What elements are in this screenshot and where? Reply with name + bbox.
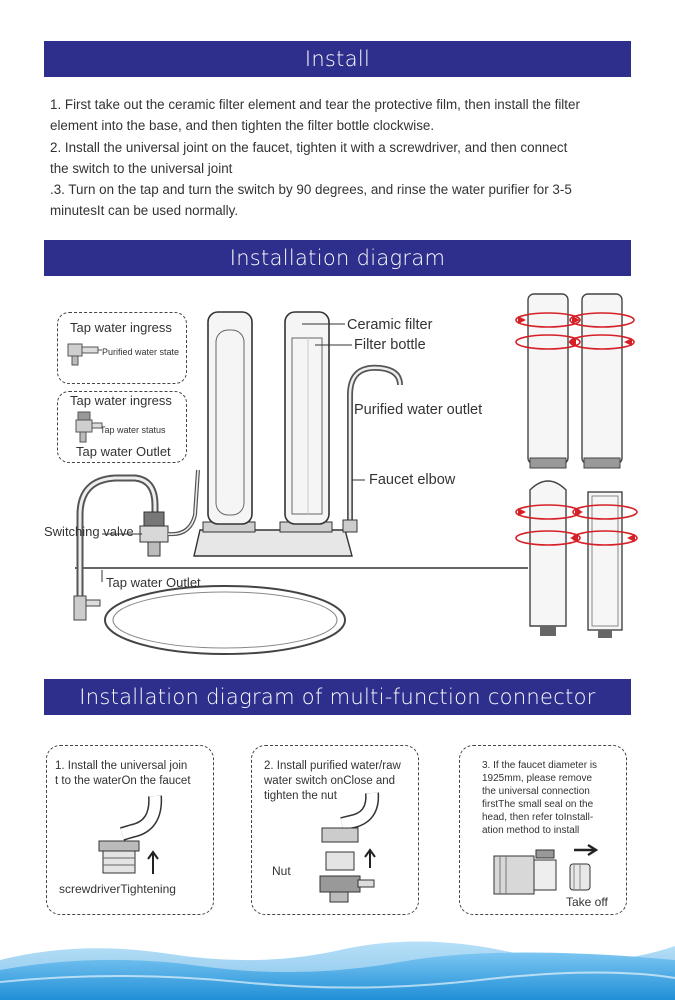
universal-joint-icon: [98, 795, 163, 874]
step-1-line-1: 1. First take out the ceramic filter ele…: [50, 97, 580, 112]
box1-state: Purified water state: [102, 347, 180, 357]
card1-caption: screwdriverTightening: [59, 882, 176, 896]
water-wave-decoration: [0, 941, 675, 1000]
tap-status-box: [57, 391, 187, 463]
card3-line-6: ation method to install: [482, 825, 580, 836]
card3-line-4: firstThe small seal on the: [482, 799, 594, 810]
step-1-line-2: element into the base, and then tighten …: [50, 118, 435, 134]
card1-line-1: 1. Install the universal join: [55, 760, 188, 772]
connector-card-2: 2. Install purified water/raw water swit…: [251, 745, 419, 915]
step-2-line-2: the switch to the universal joint: [50, 160, 233, 176]
seal-removal-icon: [493, 843, 599, 895]
mini-valve-purified-icon: [67, 343, 102, 366]
card2-line-1: 2. Install purified water/raw: [264, 760, 401, 772]
connector-card-1: 1. Install the universal join t to the w…: [46, 745, 214, 915]
install-steps: 1. First take out the ceramic filter ele…: [50, 94, 640, 222]
box2-state: Tap water status: [100, 425, 166, 435]
filter-bottle-label: Filter bottle: [354, 337, 426, 353]
card2-line-3: tighten the nut: [264, 790, 337, 802]
ceramic-filter-label: Ceramic filter: [347, 317, 433, 333]
switching-valve-label: Switching valve: [44, 524, 134, 539]
step-3-line-2: minutesIt can be used normally.: [50, 203, 239, 219]
switch-nut-icon: [319, 792, 380, 903]
connector-diagram-banner: Installation diagram of multi-function c…: [44, 679, 631, 715]
mini-valve-tap-icon: [75, 411, 103, 443]
install-banner: Install: [44, 41, 631, 77]
purifier-main-diagram: [73, 311, 528, 655]
installation-diagram-banner: Installation diagram: [44, 240, 631, 276]
tap-outlet-label: Tap water Outlet: [106, 575, 201, 590]
filter-cartridges-diagram: [515, 293, 638, 638]
card3-line-1: 3. If the faucet diameter is: [482, 760, 598, 771]
card3-line-3: the universal connection: [482, 786, 590, 797]
step-2-line-1: 2. Install the universal joint on the fa…: [50, 139, 568, 155]
card3-takeoff-label: Take off: [566, 895, 608, 909]
card3-line-5: head, then refer toInstall-: [482, 812, 594, 823]
box2-title: Tap water ingress: [70, 393, 172, 408]
purified-outlet-label: Purified water outlet: [354, 402, 483, 418]
box1-title: Tap water ingress: [70, 320, 172, 335]
faucet-elbow-label: Faucet elbow: [369, 472, 456, 488]
card3-line-2: 1925mm, please remove: [482, 773, 593, 784]
card2-line-2: water switch onClose and: [264, 775, 396, 787]
purified-state-box: [57, 312, 187, 384]
card1-line-2: t to the waterOn the faucet: [55, 775, 191, 787]
step-3-line-1: .3. Turn on the tap and turn the switch …: [50, 182, 572, 198]
connector-card-3: 3. If the faucet diameter is 1925mm, ple…: [459, 745, 627, 915]
card2-nut-label: Nut: [272, 864, 291, 878]
box2-outlet: Tap water Outlet: [76, 444, 171, 459]
